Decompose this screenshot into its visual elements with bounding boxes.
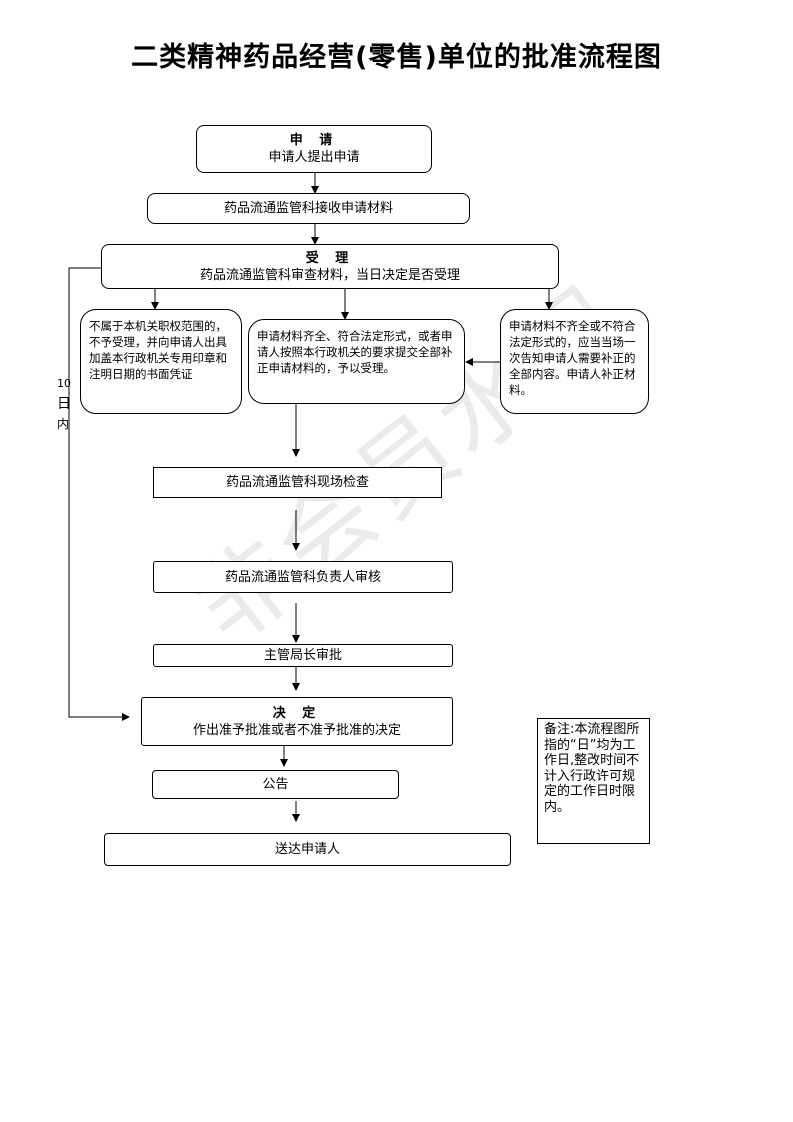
node-incomplete: 申请材料不齐全或不符合法定形式的，应当当场一次告知申请人需要补正的全部内容。申请… (500, 309, 649, 414)
node-apply-text: 申请人提出申请 (268, 150, 360, 165)
loop-accept-decide (68, 267, 130, 721)
node-deliver: 送达申请人 (104, 833, 511, 866)
node-reject-scope: 不属于本机关职权范围的，不予受理，并向申请人出具加盖本行政机关专用印章和注明日期… (80, 309, 242, 414)
node-accept-text: 药品流通监管科审查材料，当日决定是否受理 (199, 267, 460, 283)
page-title: 二类精神药品经营(零售)单位的批准流程图 (131, 42, 662, 73)
note-box: 备注:本流程图所指的“日”均为工作日,整改时间不计入行政许可规定的工作日时限内。 (537, 718, 650, 844)
node-review: 药品流通监管科负责人审核 (153, 561, 453, 593)
node-inspect-text: 药品流通监管科现场检查 (225, 475, 369, 490)
node-announce: 公告 (152, 770, 399, 799)
node-receive: 药品流通监管科接收申请材料 (147, 193, 470, 224)
node-inspect: 药品流通监管科现场检查 (153, 467, 442, 498)
node-accept: 受 理 药品流通监管科审查材料，当日决定是否受理 (101, 244, 559, 289)
node-decide: 决 定 作出准予批准或者不准予批准的决定 (141, 697, 453, 746)
node-decide-head: 决 定 (272, 705, 322, 721)
node-receive-text: 药品流通监管科接收申请材料 (223, 201, 393, 216)
node-apply: 申 请 申请人提出申请 (196, 125, 432, 173)
node-announce-text: 公告 (262, 777, 289, 792)
node-accept-head: 受 理 (305, 250, 355, 266)
side-label-char1: 日 (57, 396, 71, 412)
node-approve: 主管局长审批 (153, 644, 453, 667)
node-accept-complete: 申请材料齐全、符合法定形式，或者申请人按照本行政机关的要求提交全部补正申请材料的… (248, 319, 465, 404)
node-apply-head: 申 请 (289, 133, 339, 148)
side-label-num: 10 (57, 377, 71, 390)
side-label-ten-days: 10 日 内 (57, 374, 71, 434)
node-decide-text: 作出准予批准或者不准予批准的决定 (192, 722, 401, 738)
node-review-text: 药品流通监管科负责人审核 (224, 569, 381, 585)
node-deliver-text: 送达申请人 (274, 842, 340, 857)
side-label-char2: 内 (57, 417, 70, 431)
node-approve-text: 主管局长审批 (263, 648, 342, 663)
